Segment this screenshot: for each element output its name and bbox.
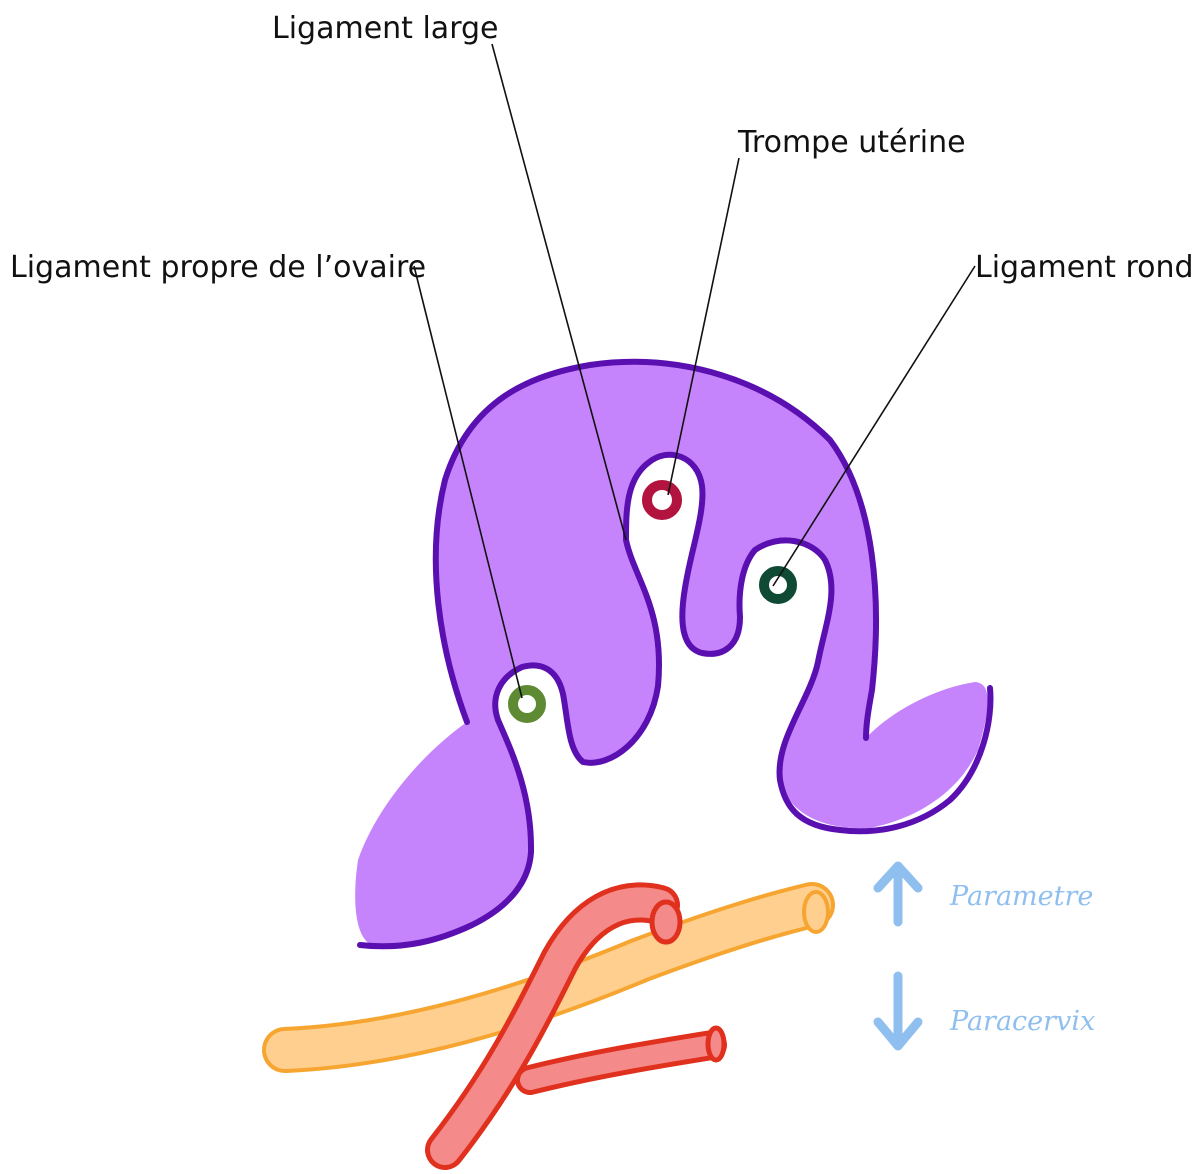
arrow-down-icon: [878, 976, 918, 1046]
label-ligament-large: Ligament large: [272, 11, 499, 46]
label-ligament-rond: Ligament rond: [975, 250, 1194, 285]
ligament-propre-ring: [513, 690, 541, 718]
label-trompe-uterine: Trompe utérine: [737, 125, 966, 160]
broad-ligament-body: [355, 362, 988, 946]
annotation-paracervix: Paracervix: [949, 1006, 1095, 1037]
arrow-up-icon: [878, 866, 918, 922]
label-ligament-propre: Ligament propre de l’ovaire: [10, 250, 426, 285]
ligament-rond-ring: [764, 571, 792, 599]
trompe-uterine-ring: [647, 485, 677, 515]
annotation-parametre: Parametre: [949, 881, 1093, 912]
